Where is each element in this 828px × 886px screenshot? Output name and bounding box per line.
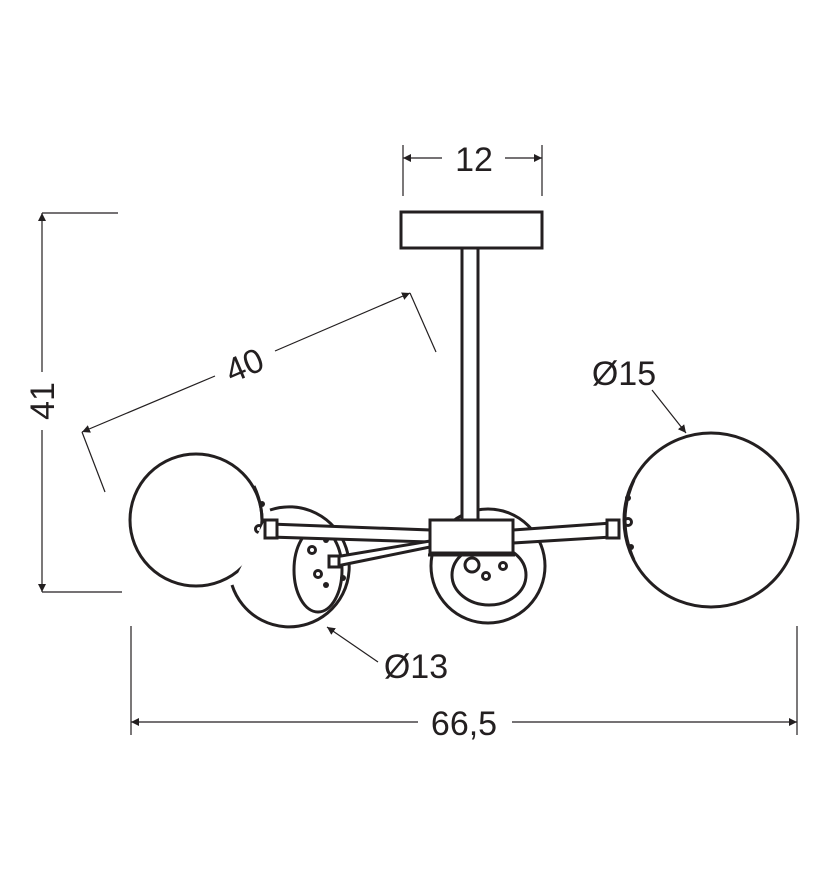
dimension-small-globe: Ø13: [326, 626, 448, 686]
dimension-label-40: 40: [220, 341, 270, 391]
lamp-body: [399, 210, 544, 557]
large-globe-left: [128, 452, 265, 588]
dimension-label-41: 41: [24, 382, 62, 420]
dimension-large-globe: Ø15: [592, 355, 687, 434]
dimension-height: 41: [24, 212, 122, 593]
dimension-total-width: 66,5: [130, 626, 798, 743]
dimension-label-d15: Ø15: [592, 355, 656, 393]
lamp-arms: [263, 518, 614, 569]
dimension-label-d13: Ø13: [384, 648, 448, 686]
hub: [428, 518, 515, 555]
dimension-label-66-5: 66,5: [431, 705, 497, 743]
dimension-canopy-width: 12: [402, 141, 543, 196]
dimension-label-12: 12: [455, 141, 493, 179]
large-globe-right: [605, 431, 800, 609]
ceiling-canopy: [399, 210, 544, 250]
stem: [460, 246, 480, 522]
dimension-arm-length: 40: [81, 292, 437, 493]
